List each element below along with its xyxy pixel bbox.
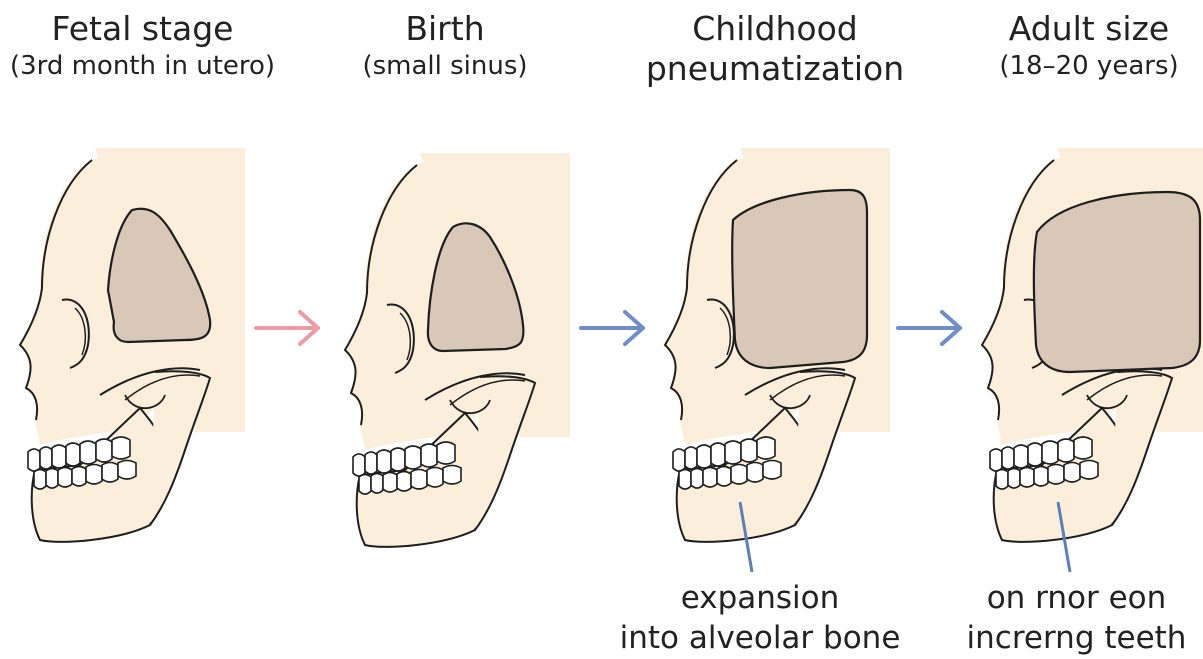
arrow-1: [256, 312, 318, 344]
caption-adult: on rnor eon increrng teeth: [950, 578, 1203, 659]
caption-childhood: expansion into alveolar bone: [600, 578, 920, 659]
caption-line: on rnor eon: [950, 578, 1203, 618]
caption-line: into alveolar bone: [600, 618, 920, 658]
skull-fetal: [20, 148, 245, 542]
arrow-2: [581, 312, 643, 344]
sinus-adult: [1034, 192, 1200, 372]
arrow-3: [898, 312, 960, 344]
skull-adult: [982, 148, 1203, 542]
skull-birth: [345, 153, 570, 547]
skull-childhood: [665, 148, 890, 542]
caption-line: increrng teeth: [950, 618, 1203, 658]
caption-line: expansion: [600, 578, 920, 618]
sinus-childhood: [732, 190, 867, 368]
